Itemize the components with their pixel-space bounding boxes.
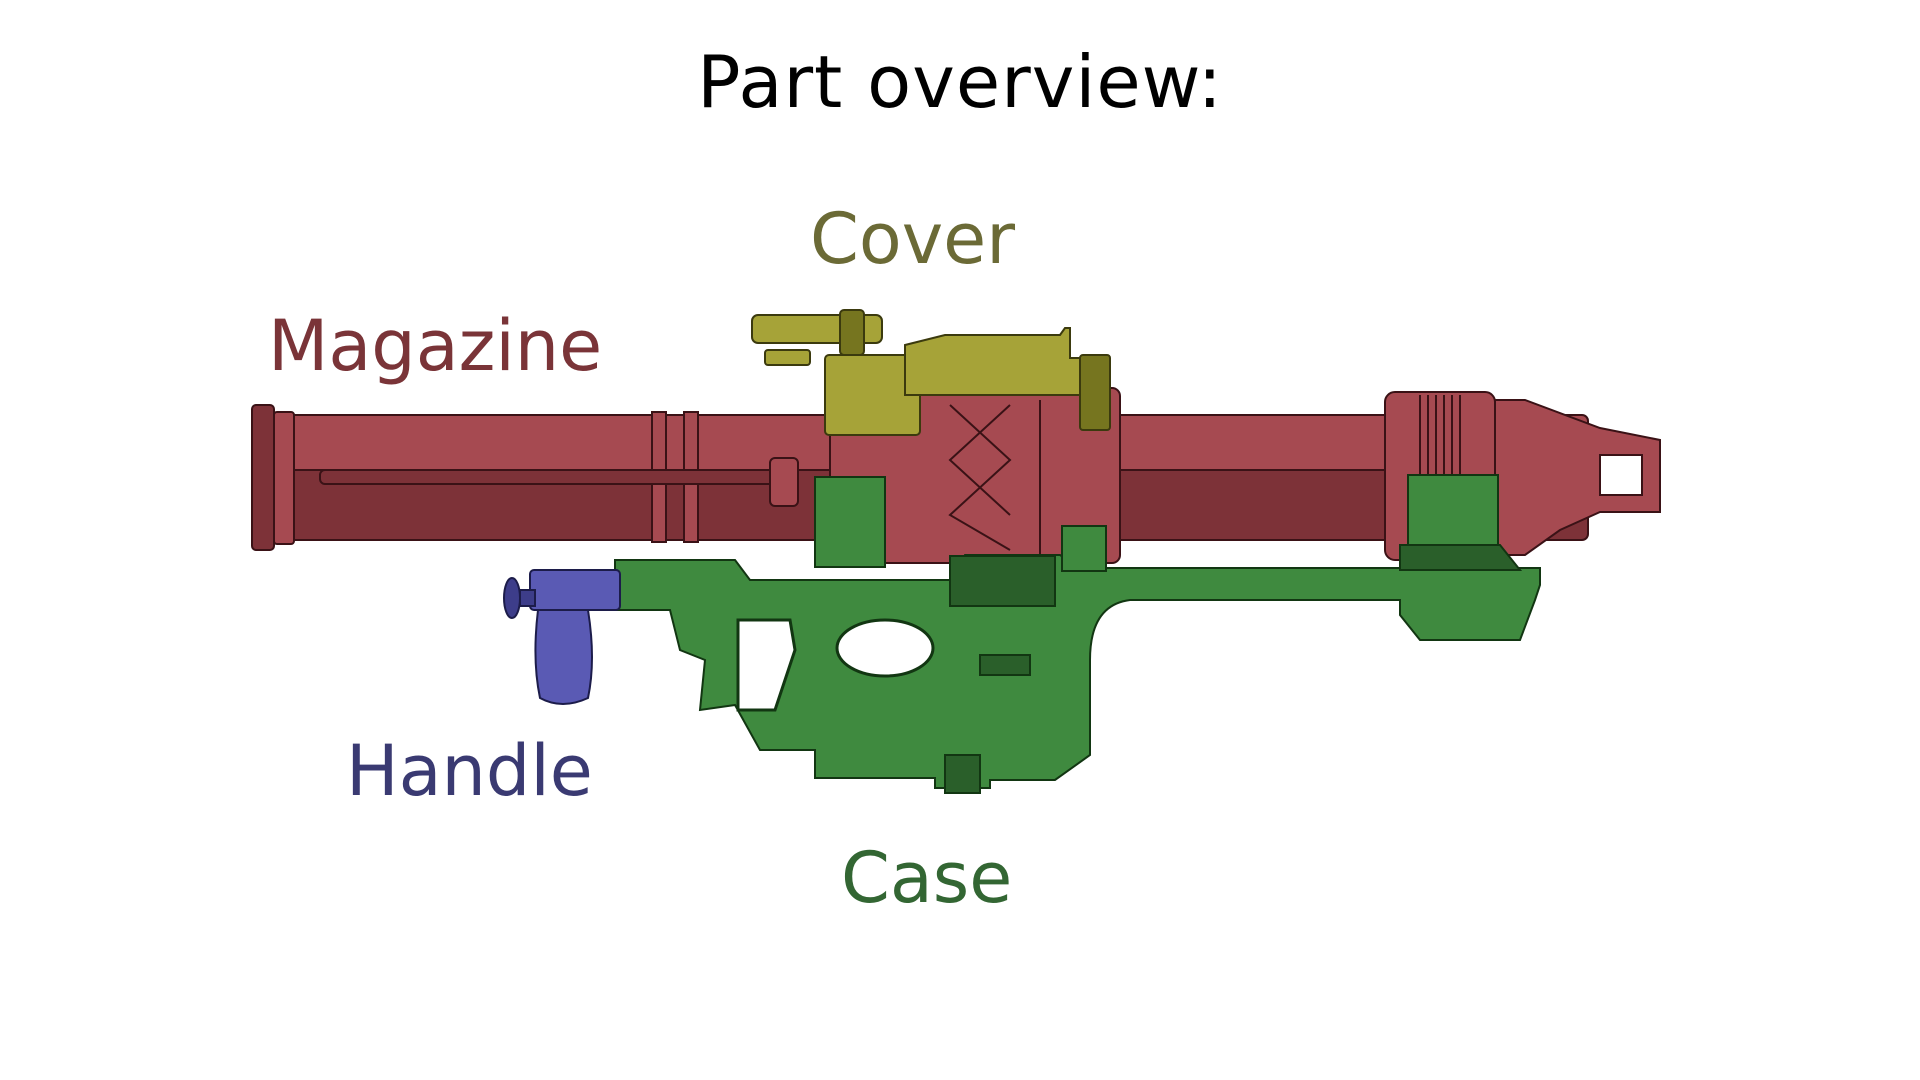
cover-top-plate	[904, 327, 1106, 396]
magazine-rear-ring	[273, 411, 295, 545]
cover-part	[751, 309, 1111, 436]
magazine-rail	[319, 469, 791, 485]
cover-sight-clamp	[839, 309, 865, 356]
case-stock-hole	[835, 618, 935, 678]
magazine-muzzle-slot	[1599, 454, 1643, 496]
case-stock-body	[614, 554, 1541, 789]
magazine-rail-knob	[769, 457, 799, 507]
magazine-drum-ribs	[948, 400, 1041, 555]
case-receiver	[814, 476, 886, 568]
case-receiver-block	[949, 555, 1056, 607]
magazine-muzzle	[1494, 399, 1661, 556]
handle-neck	[519, 589, 536, 607]
case-front-bracket	[1399, 544, 1523, 571]
case-front-mount	[1407, 474, 1499, 546]
cover-right-latch	[1079, 354, 1111, 431]
handle-knob	[503, 577, 521, 619]
magazine-rear-cap	[251, 404, 275, 551]
handle-label: Handle	[346, 730, 593, 812]
case-side-block	[1061, 525, 1107, 572]
cover-label: Cover	[810, 198, 1015, 280]
handle-grip	[534, 609, 593, 705]
case-grip-cutout	[736, 618, 797, 712]
case-bottom-clip	[944, 754, 981, 794]
case-label: Case	[841, 837, 1013, 919]
magazine-front-grooves	[1419, 395, 1461, 475]
case-mag-slot	[979, 654, 1031, 676]
case-part	[614, 474, 1541, 794]
page-title: Part overview:	[697, 40, 1223, 124]
cover-sight-foot	[764, 349, 811, 366]
handle-mount	[529, 569, 621, 611]
handle-part	[503, 569, 621, 705]
magazine-label: Magazine	[268, 305, 603, 387]
